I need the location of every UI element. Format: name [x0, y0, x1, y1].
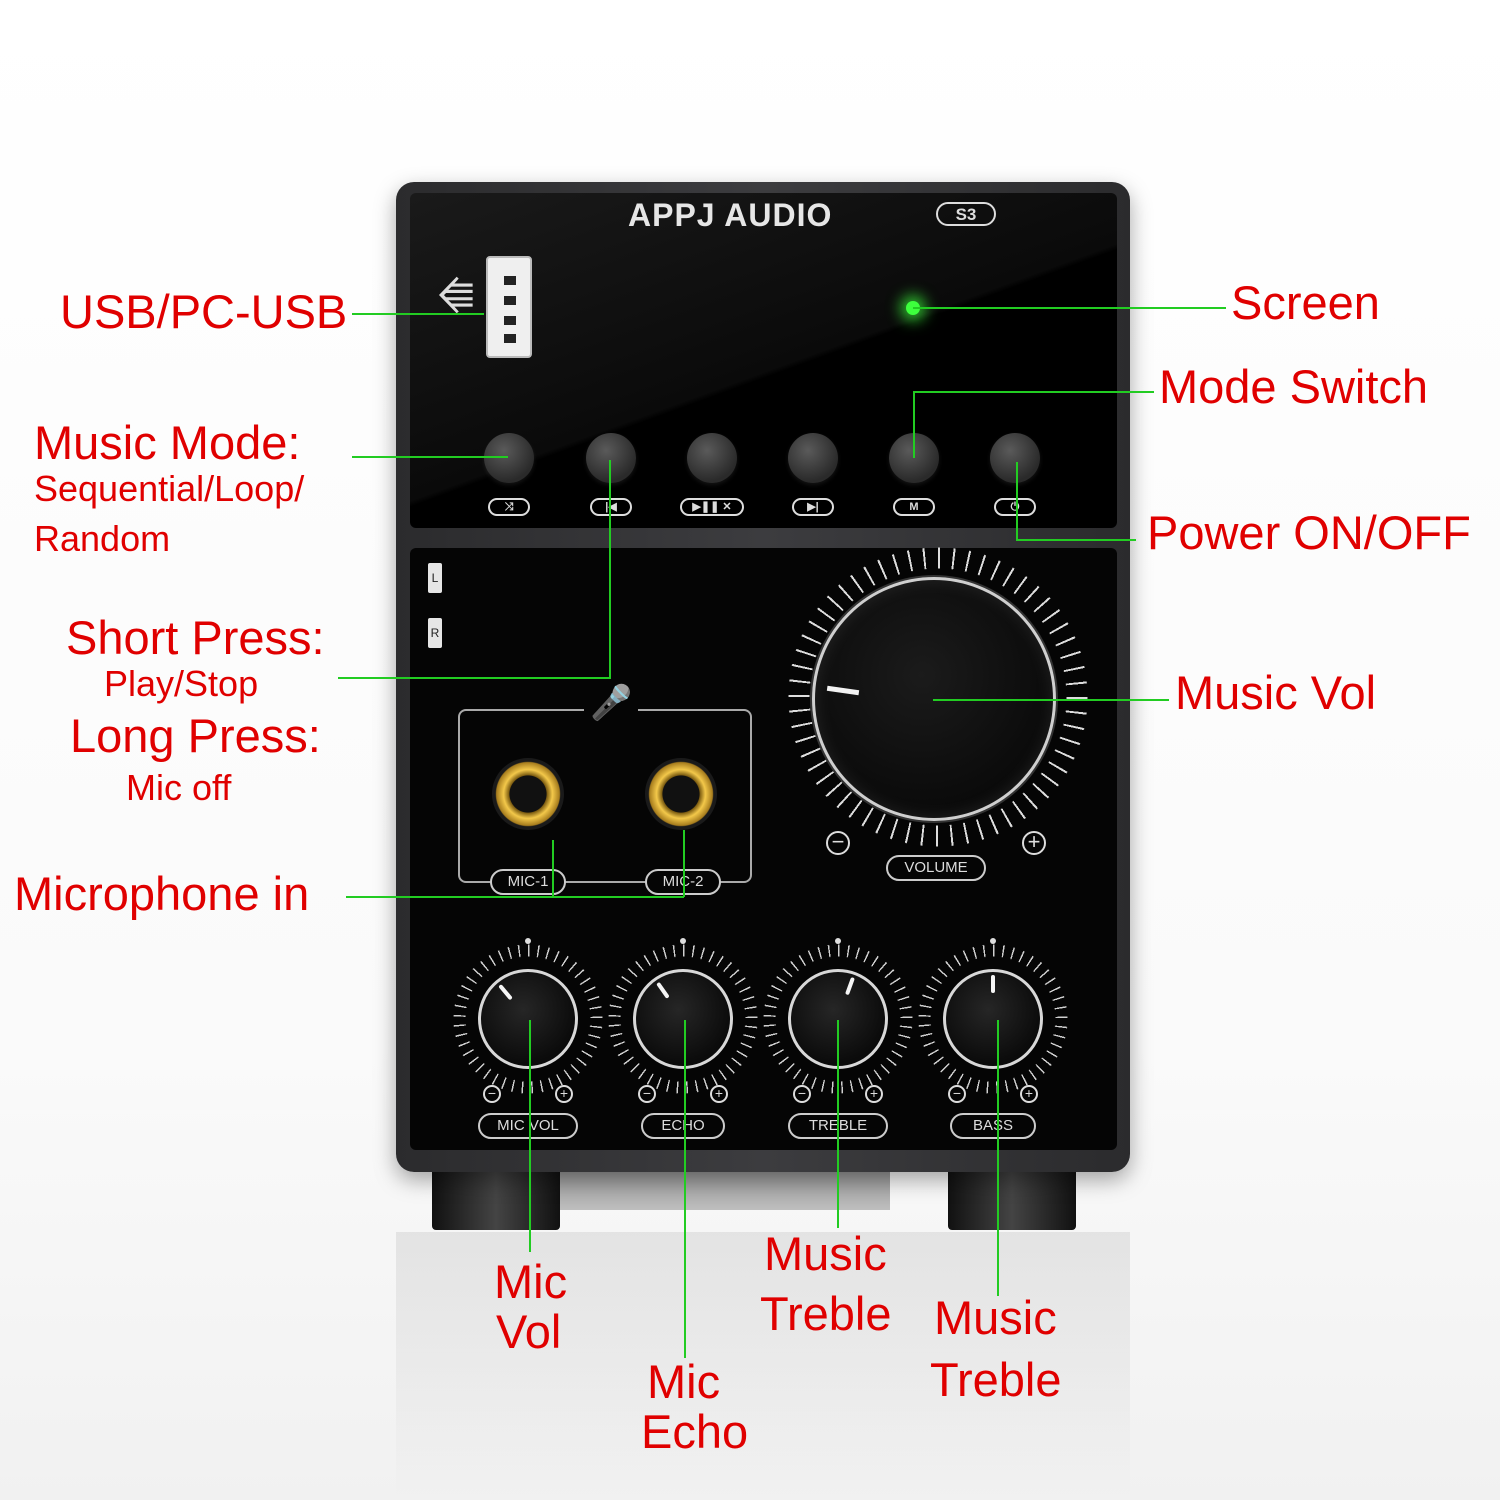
- mic-vol-callout-line2: Vol: [496, 1305, 562, 1358]
- left-foot: [432, 1170, 560, 1230]
- play-stop-leader-drop: [609, 460, 611, 678]
- mode-switch-leader-drop: [913, 391, 915, 458]
- shuffle-icon: ⤨: [488, 498, 530, 516]
- mode-switch-leader-line: [913, 391, 1154, 393]
- echo-knob[interactable]: [633, 969, 733, 1069]
- echo-leader-drop: [684, 1020, 686, 1358]
- right-foot: [948, 1170, 1076, 1230]
- bass-label: BASS: [950, 1113, 1036, 1139]
- mic-1-leader-drop: [552, 840, 554, 897]
- left-channel-indicator: L: [428, 563, 442, 593]
- short-press-callout: Short Press:: [66, 611, 325, 664]
- microphone-in-callout: Microphone in: [14, 867, 310, 920]
- mic-vol-center-dot: [525, 938, 531, 944]
- power-icon: ⏻: [994, 498, 1036, 516]
- treble-center-dot: [835, 938, 841, 944]
- treble-leader-drop: [837, 1020, 839, 1228]
- music-mode-callout-title: Music Mode:: [34, 416, 301, 469]
- echo-minus-icon: −: [638, 1085, 656, 1103]
- play-stop-leader-line: [338, 677, 611, 679]
- usb-leader-line: [352, 313, 484, 315]
- brand-logo: APPJ AUDIO: [628, 197, 833, 233]
- next-icon: ▶|: [792, 498, 834, 516]
- play-pause-button[interactable]: [687, 433, 737, 483]
- power-button[interactable]: [990, 433, 1040, 483]
- mic-vol-leader-drop: [529, 1020, 531, 1252]
- treble-minus-icon: −: [793, 1085, 811, 1103]
- mic-echo-callout-line2: Echo: [641, 1405, 749, 1458]
- rear-cables: [560, 1170, 890, 1210]
- play-stop-callout: Play/Stop: [104, 663, 259, 704]
- long-press-callout: Long Press:: [70, 709, 321, 762]
- bass-knob[interactable]: [943, 969, 1043, 1069]
- volume-minus-icon: −: [826, 831, 850, 855]
- music-mode-leader-line: [352, 456, 508, 458]
- mic-vol-knob[interactable]: [478, 969, 578, 1069]
- shuffle-button[interactable]: [484, 433, 534, 483]
- mic-vol-label: MIC VOL: [478, 1113, 578, 1139]
- microphone-icon: 🎤: [584, 683, 639, 723]
- bass-plus-icon: +: [1020, 1085, 1038, 1103]
- model-badge: S3: [936, 202, 996, 226]
- music-treble-callout-line2: Treble: [760, 1287, 892, 1340]
- power-leader-line: [1016, 539, 1136, 541]
- mic-off-callout: Mic off: [126, 767, 232, 808]
- echo-center-dot: [680, 938, 686, 944]
- music-vol-callout: Music Vol: [1175, 666, 1377, 719]
- echo-label: ECHO: [641, 1113, 725, 1139]
- music-vol-leader-line: [933, 699, 1169, 701]
- right-channel-indicator: R: [428, 618, 442, 648]
- play-pause-mic-mute-icon: ▶❚❚ ✕: [680, 498, 744, 516]
- mic-2-leader-drop: [683, 830, 685, 897]
- bass-minus-icon: −: [948, 1085, 966, 1103]
- mic-vol-plus-icon: +: [555, 1085, 573, 1103]
- next-button[interactable]: [788, 433, 838, 483]
- music-bass-callout-line2: Treble: [930, 1353, 1062, 1406]
- music-mode-callout-line1: Sequential/Loop/: [34, 468, 305, 509]
- power-leader-drop: [1016, 462, 1018, 540]
- echo-plus-icon: +: [710, 1085, 728, 1103]
- mic-vol-minus-icon: −: [483, 1085, 501, 1103]
- bass-leader-drop: [997, 1020, 999, 1296]
- mode-icon: M: [893, 498, 935, 516]
- screen-leader-line: [913, 307, 1226, 309]
- music-treble-callout-line1: Music: [764, 1227, 887, 1280]
- power-callout: Power ON/OFF: [1147, 506, 1471, 559]
- mic-echo-callout-line1: Mic: [647, 1355, 721, 1408]
- usb-callout: USB/PC-USB: [60, 285, 348, 338]
- mic-2-jack[interactable]: [645, 758, 717, 830]
- mic-vol-callout-line1: Mic: [494, 1255, 568, 1308]
- treble-plus-icon: +: [865, 1085, 883, 1103]
- volume-label: VOLUME: [886, 855, 986, 881]
- bass-knob-indicator: [991, 975, 995, 993]
- mic-1-jack[interactable]: [492, 758, 564, 830]
- usb-icon: ⭅: [438, 276, 474, 320]
- bass-center-dot: [990, 938, 996, 944]
- music-mode-callout-line2: Random: [34, 518, 171, 559]
- table-reflection: [396, 1232, 1130, 1500]
- microphone-in-leader-line: [346, 896, 684, 898]
- previous-icon: |◀: [590, 498, 632, 516]
- screen-callout: Screen: [1231, 276, 1380, 329]
- volume-plus-icon: +: [1022, 831, 1046, 855]
- usb-port[interactable]: [486, 256, 532, 358]
- music-bass-callout-line1: Music: [934, 1291, 1057, 1344]
- previous-button[interactable]: [586, 433, 636, 483]
- mode-switch-callout: Mode Switch: [1159, 360, 1429, 413]
- mic-1-label: MIC-1: [490, 869, 566, 895]
